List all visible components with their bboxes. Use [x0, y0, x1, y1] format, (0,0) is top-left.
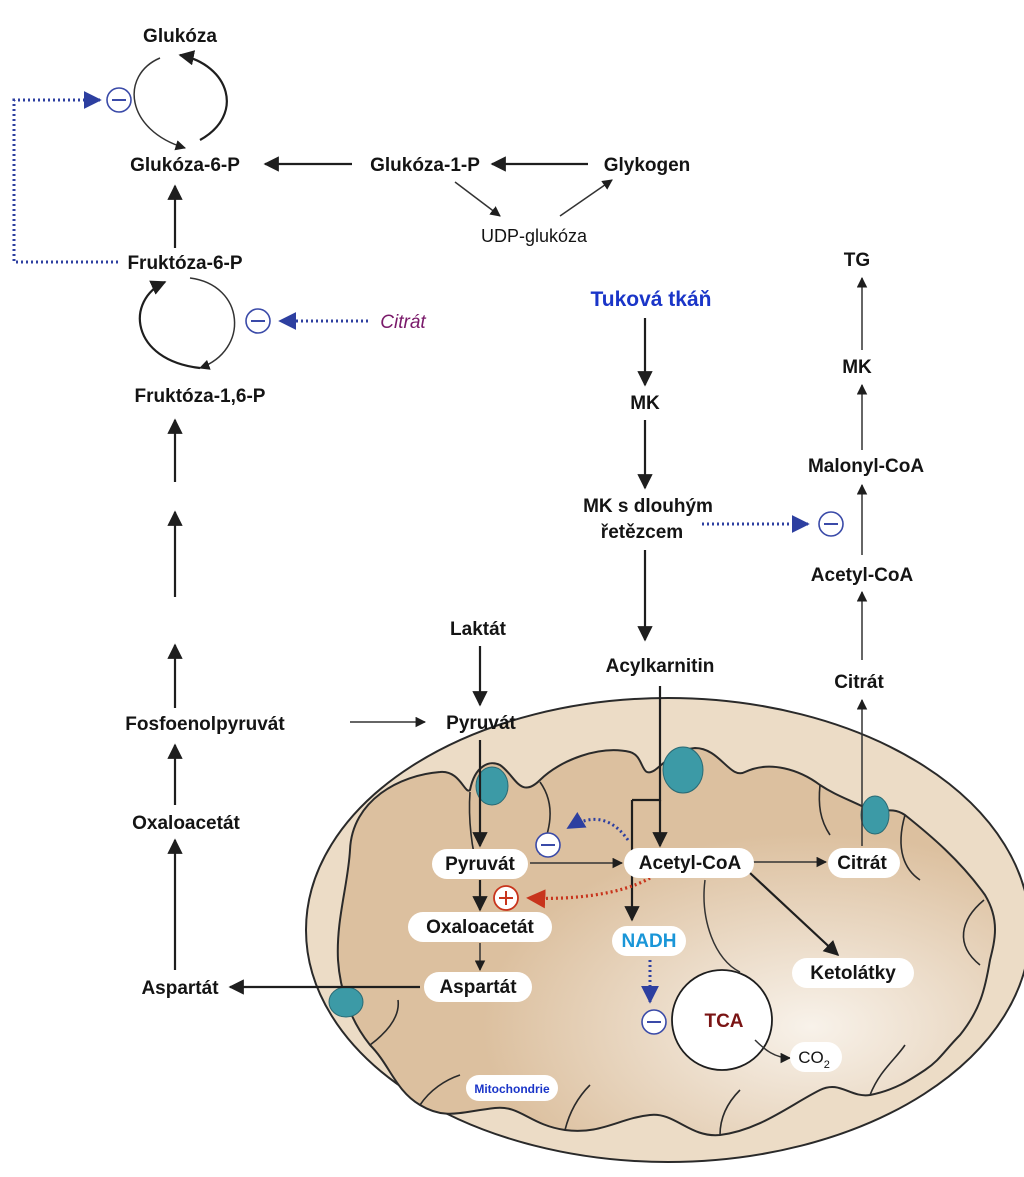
- transport-protein: [662, 746, 704, 794]
- label-ketolatky: Ketolátky: [810, 963, 896, 984]
- inhibition-f6p-to-glucose-cycle: [12, 91, 118, 264]
- arrow-g1p-to-udp: [454, 181, 501, 217]
- activation-acetylcoa-to-pyruvate-carboxylase: [526, 876, 651, 909]
- crista: [369, 999, 399, 1046]
- label-tg: TG: [844, 250, 870, 271]
- label-tukova-tkan: Tuková tkáň: [591, 288, 712, 311]
- pill-oaa-in: [408, 912, 552, 942]
- pill-asp-in: [424, 972, 532, 1002]
- label-pyruvat-out: Pyruvát: [446, 713, 516, 734]
- minus-sign-tca: [641, 1009, 667, 1035]
- arrow-tca-to-co2: [754, 1039, 792, 1064]
- pill-mitochondrie: [466, 1075, 558, 1101]
- arrow-fruktoza-cycle-right: [189, 277, 236, 370]
- minus-sign-glukoza: [106, 87, 132, 113]
- pill-ketolatky: [792, 958, 914, 988]
- label-mitochondrie: Mitochondrie: [474, 1082, 550, 1096]
- label-nadh: NADH: [622, 931, 677, 952]
- minus-sign-fruktoza: [245, 308, 271, 334]
- transport-protein: [328, 986, 364, 1018]
- minus-sign-pyruvate-dh: [535, 832, 561, 858]
- arrow-fruktoza-cycle-left: [138, 280, 201, 370]
- label-citrat-in: Citrát: [837, 853, 887, 874]
- label-mk-lipogenesis: MK: [842, 357, 872, 378]
- label-mk-dlouhy-line2: řetězcem: [601, 522, 683, 543]
- label-mk: MK: [630, 393, 660, 414]
- pill-pyruvat-in: [432, 849, 528, 879]
- pill-co2: [790, 1042, 842, 1072]
- arrow-glukoza-cycle-right: [178, 50, 228, 141]
- arrow-glukoza-cycle-left: [133, 57, 187, 151]
- label-fosfoenolpyruvat: Fosfoenolpyruvát: [125, 714, 285, 735]
- label-udp-glukoza: UDP-glukóza: [481, 226, 588, 246]
- crista: [869, 1044, 906, 1096]
- crista: [419, 1074, 461, 1106]
- label-tca: TCA: [704, 1011, 743, 1032]
- crista: [900, 814, 921, 881]
- label-glukoza-1-p: Glukóza-1-P: [370, 155, 480, 176]
- inhibition-acetylcoa-to-pyruvate-dh: [566, 812, 630, 841]
- label-citrat-inhibitor: Citrát: [380, 312, 426, 333]
- label-glukoza-6-p: Glukóza-6-P: [130, 155, 240, 176]
- arrow-acetylcoa-to-tca: [703, 879, 741, 973]
- label-co2: CO2: [798, 1048, 830, 1071]
- transport-protein: [860, 795, 890, 835]
- label-laktat: Laktát: [450, 619, 507, 640]
- label-glykogen: Glykogen: [604, 155, 691, 176]
- pill-citrat-in: [828, 848, 900, 878]
- pill-acetylcoa-in: [624, 848, 754, 878]
- label-oxaloacetat-in: Oxaloacetát: [426, 917, 534, 938]
- minus-sign-malonyl: [818, 511, 844, 537]
- arrow-acetylcoa-to-ketolatky: [749, 872, 840, 957]
- pill-nadh: [612, 926, 686, 956]
- crista: [719, 1089, 741, 1136]
- label-malonyl-coa: Malonyl-CoA: [808, 456, 924, 477]
- arrow-udp-to-glykogen: [559, 179, 613, 217]
- label-acetyl-coa-out: Acetyl-CoA: [811, 565, 914, 586]
- label-acylkarnitin: Acylkarnitin: [606, 656, 715, 677]
- label-fruktoza-1-6-p: Fruktóza-1,6-P: [135, 386, 266, 407]
- label-aspartat-in: Aspartát: [439, 977, 517, 998]
- label-pyruvat-in: Pyruvát: [445, 854, 515, 875]
- label-oxaloacetat-out: Oxaloacetát: [132, 813, 240, 834]
- label-glukoza: Glukóza: [143, 26, 217, 47]
- transport-protein: [475, 766, 509, 806]
- label-mk-dlouhy-line1: MK s dlouhým: [583, 496, 713, 517]
- crista: [564, 1084, 591, 1131]
- label-citrat-out: Citrát: [834, 672, 884, 693]
- label-aspartat-out: Aspartát: [141, 978, 219, 999]
- label-fruktoza-6-p: Fruktóza-6-P: [127, 253, 242, 274]
- label-acetyl-coa-in: Acetyl-CoA: [639, 853, 742, 874]
- crista: [818, 784, 831, 836]
- crista: [962, 899, 985, 966]
- tca-cycle-circle: [671, 969, 773, 1071]
- plus-sign-pyruvate-carboxylase: [493, 885, 519, 911]
